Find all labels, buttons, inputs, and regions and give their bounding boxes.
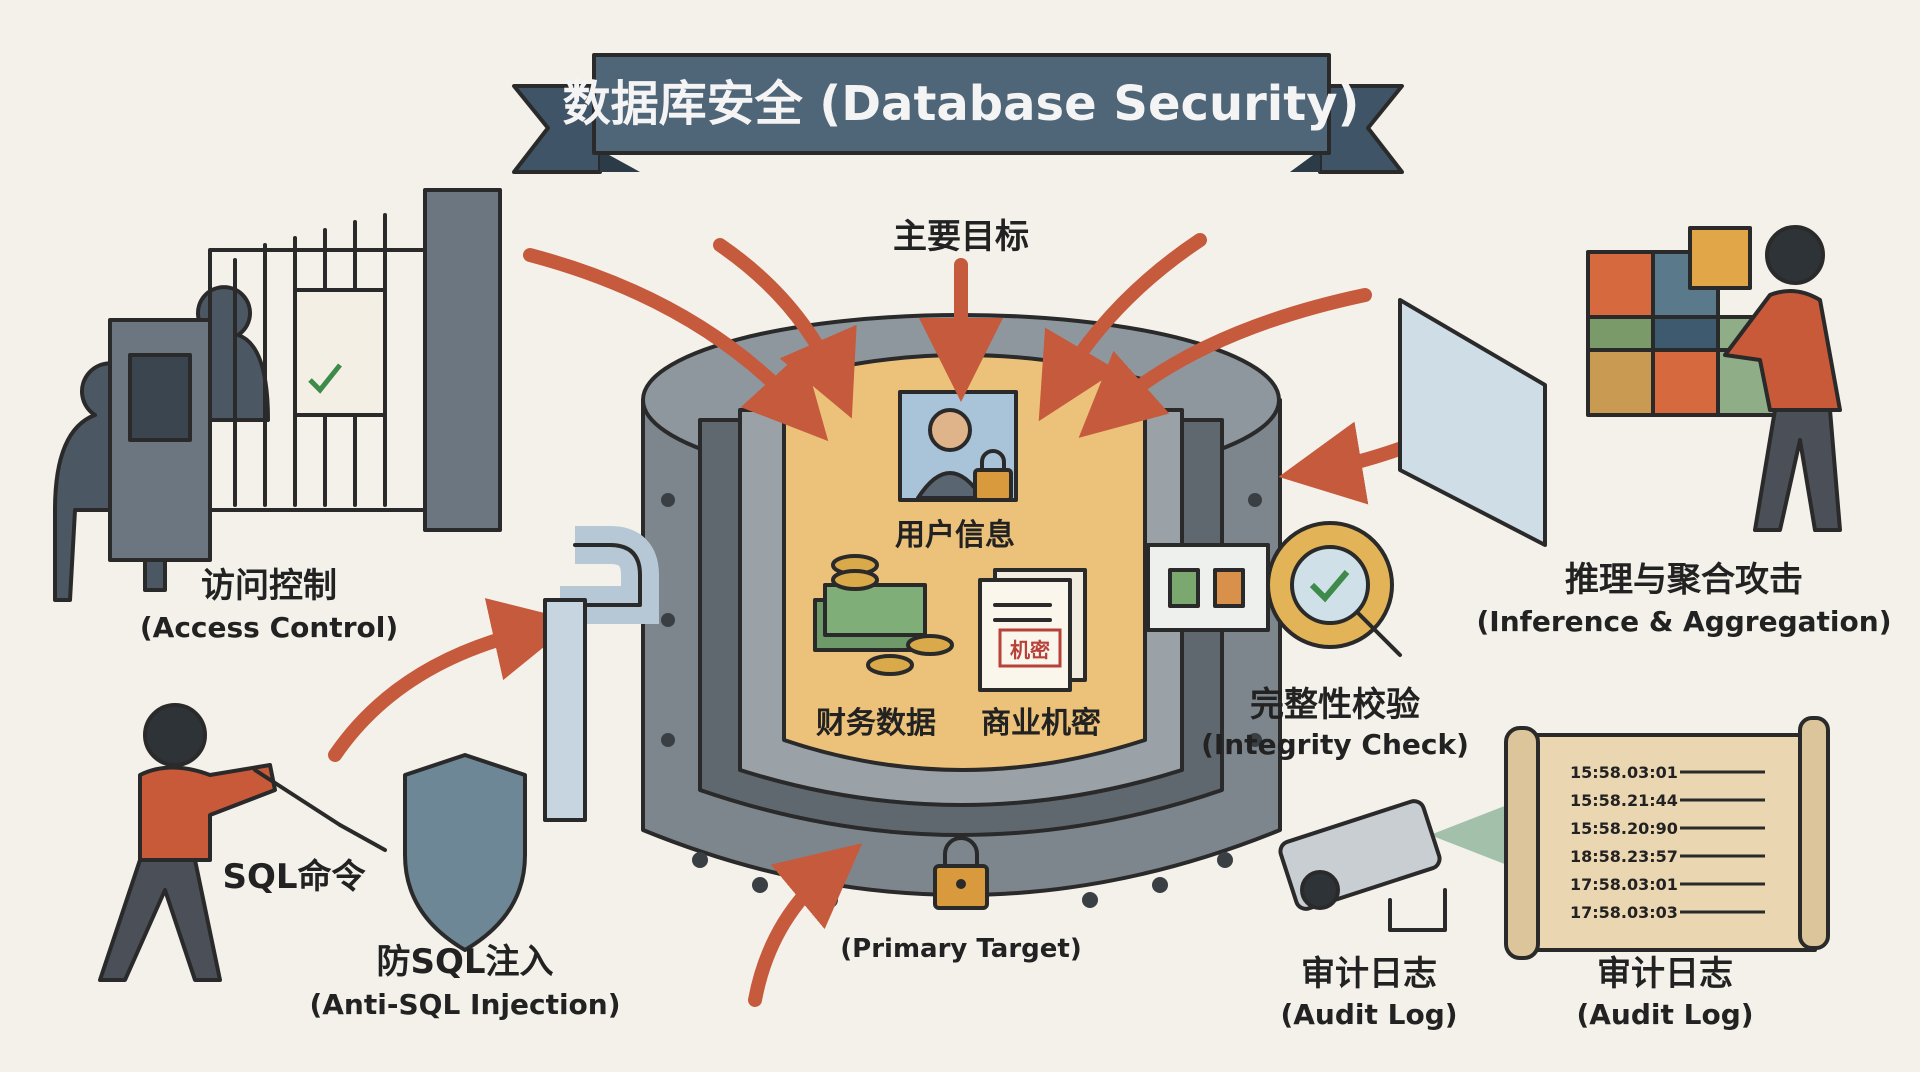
lock-icon — [973, 468, 1013, 502]
secret-stamp: 机密 — [1010, 638, 1050, 662]
sql-command-label: SQL命令 — [222, 857, 366, 897]
log-entry: 17:58.03:01 — [1570, 875, 1678, 894]
access-control-subtitle: (Access Control) — [140, 611, 398, 644]
secret-documents-icon: 机密 — [978, 568, 1087, 692]
access-control-title: 访问控制 — [201, 566, 337, 606]
anti-sql-title: 防SQL注入 — [376, 942, 553, 982]
log-entry: 15:58.21:44 — [1570, 791, 1678, 810]
shield-icon — [403, 753, 527, 952]
magnifier-icon — [1290, 545, 1370, 625]
threat-arrow — [748, 843, 863, 1007]
anti-sql-shield — [403, 526, 659, 952]
padlock-icon — [933, 836, 989, 910]
anti-sql-subtitle: (Anti-SQL Injection) — [309, 988, 620, 1021]
log-entry: 17:58.03:03 — [1570, 903, 1678, 922]
security-camera-icon — [1278, 799, 1520, 932]
log-entry: 15:58.20:90 — [1570, 819, 1678, 838]
primary-goal-label: 主要目标 — [893, 217, 1029, 257]
threat-arrow — [523, 248, 829, 442]
audit-camera-subtitle: (Audit Log) — [1280, 998, 1457, 1031]
fingerprint-scanner-icon — [128, 353, 192, 442]
access-control-gate — [53, 188, 502, 602]
user-info-label: 用户信息 — [895, 518, 1015, 553]
inference-title: 推理与聚合攻击 — [1565, 560, 1803, 600]
syringe-icon — [253, 768, 342, 827]
page-title: 数据库安全 (Database Security) — [563, 76, 1360, 132]
log-entry: 18:58.23:57 — [1570, 847, 1678, 866]
integrity-subtitle: (Integrity Check) — [1201, 728, 1469, 761]
money-stack-icon — [813, 554, 954, 676]
threat-arrows — [328, 233, 1467, 1007]
audit-log-scroll: 15:58.03:01 15:58.21:44 15:58.20:90 18:58.2… — [1504, 716, 1830, 960]
finance-data-label: 财务数据 — [816, 706, 936, 741]
audit-scroll-subtitle: (Audit Log) — [1576, 998, 1753, 1031]
inference-subtitle: (Inference & Aggregation) — [1477, 605, 1892, 638]
log-entry: 15:58.03:01 — [1570, 763, 1678, 782]
integrity-title: 完整性校验 — [1250, 685, 1420, 725]
threat-arrow — [1078, 288, 1372, 438]
audit-camera-title: 审计日志 — [1301, 954, 1437, 994]
checklist-icon — [293, 288, 387, 417]
glass-panel — [1398, 298, 1547, 547]
threat-arrow — [1038, 233, 1207, 422]
user-info-avatar — [898, 390, 1018, 502]
title-banner: 数据库安全 (Database Security) — [512, 53, 1404, 174]
integrity-check — [1146, 521, 1402, 657]
sql-injection-attacker — [98, 703, 387, 982]
trade-secret-label: 商业机密 — [981, 706, 1101, 741]
audit-scroll-title: 审计日志 — [1597, 954, 1733, 994]
primary-target-label: (Primary Target) — [840, 934, 1081, 964]
inference-attacker — [1398, 225, 1842, 547]
threat-arrow — [328, 598, 576, 762]
